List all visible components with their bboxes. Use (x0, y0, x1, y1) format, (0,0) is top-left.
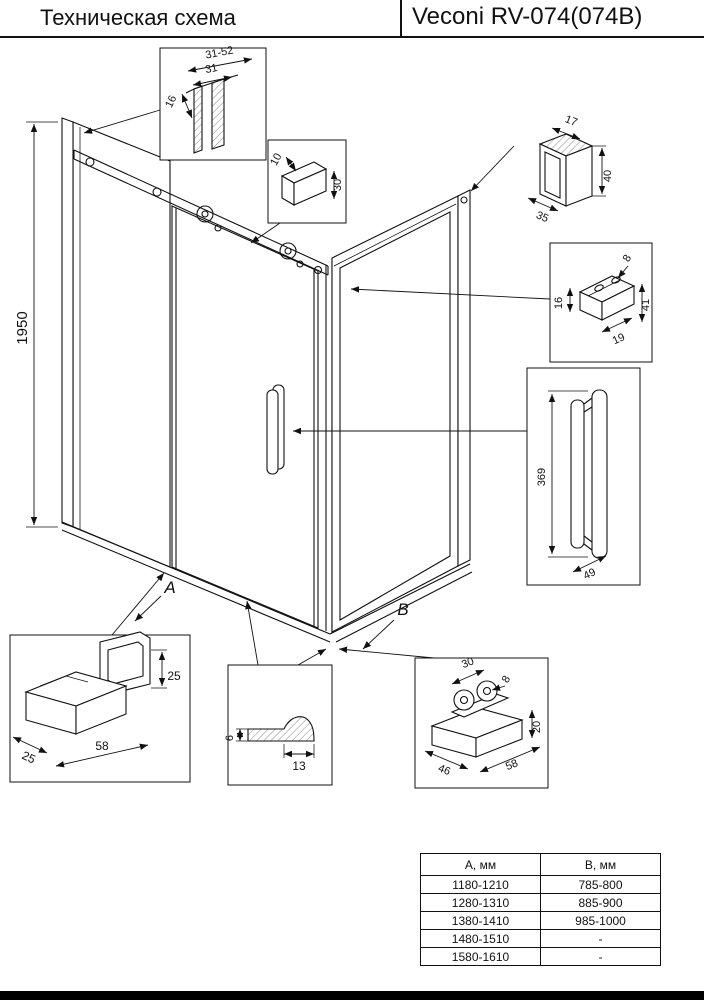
dim-bracket-height: 41 (640, 299, 652, 311)
callout-leaders (83, 109, 551, 666)
cell-b: 885-900 (540, 893, 661, 912)
dim-clamp-height: 30 (332, 179, 344, 191)
dim-wallprofile-base: 35 (534, 209, 550, 225)
dim-handle-length: 369 (536, 468, 548, 486)
dim-block-depth: 25 (20, 748, 38, 766)
depth-b-label: B (397, 600, 408, 619)
bottom-bar (0, 991, 704, 1000)
table-row: 1280-1310 885-900 (420, 893, 661, 912)
table-row: 1180-1210 785-800 (420, 875, 661, 894)
dim-profile-range: 31-52 (204, 44, 234, 61)
dim-handle-depth: 49 (582, 566, 598, 582)
size-table: А, мм В, мм 1180-1210 785-800 1280-1310 … (420, 853, 661, 966)
dim-roller-depth: 46 (436, 762, 452, 778)
dim-clamp-depth: 10 (268, 151, 284, 167)
detail-roller: 30 8 20 46 58 (414, 655, 549, 789)
width-a-label: A (163, 578, 175, 597)
cell-b: 785-800 (540, 875, 661, 894)
cell-a: 1180-1210 (420, 875, 541, 894)
cell-b: - (540, 929, 661, 948)
detail-top-profile: 31-52 31 16 (159, 44, 267, 161)
dim-height-label: 1950 (14, 311, 31, 344)
dim-bracket-hole: 8 (621, 253, 634, 264)
cell-b: 985-1000 (540, 911, 661, 930)
cell-a: 1580-1610 (420, 947, 541, 966)
size-table-header-b: В, мм (540, 853, 661, 876)
title-bar: Техническая схема Veconi RV-074(074B) (0, 0, 704, 38)
dim-roller-height: 20 (531, 721, 543, 733)
detail-handle: 369 49 (526, 367, 641, 586)
detail-threshold: 6 13 (224, 664, 333, 786)
dim-height-1950: 1950 (14, 121, 58, 528)
label-width-a: A (134, 578, 176, 622)
dim-threshold-width: 13 (292, 759, 306, 773)
product-title: Veconi RV-074(074B) (400, 0, 642, 36)
label-depth-b: B (362, 600, 409, 650)
detail-clamp: 30 10 (267, 139, 347, 224)
size-table-header-row: А, мм В, мм (420, 853, 661, 876)
dim-roller-hole: 8 (500, 674, 513, 685)
size-table-header-a: А, мм (420, 853, 541, 876)
dim-wallprofile-height: 40 (602, 170, 614, 182)
cell-a: 1380-1410 (420, 911, 541, 930)
detail-guide-block: 25 25 58 (9, 631, 191, 783)
detail-bracket: 16 41 19 8 (549, 242, 653, 363)
dim-block-height: 25 (167, 669, 181, 683)
dim-roller-width: 30 (460, 655, 476, 671)
cell-a: 1280-1310 (420, 893, 541, 912)
table-row: 1580-1610 - (420, 947, 661, 966)
cell-a: 1480-1510 (420, 929, 541, 948)
dim-threshold-height: 6 (224, 735, 236, 741)
dim-profile-inner: 31 (204, 62, 218, 76)
dim-wallprofile-top: 17 (563, 113, 579, 129)
page-title: Техническая схема (40, 5, 236, 30)
cell-b: - (540, 947, 661, 966)
dim-roller-length: 58 (504, 757, 520, 773)
table-row: 1380-1410 985-1000 (420, 911, 661, 930)
dim-bracket-depth: 19 (611, 331, 627, 347)
dim-block-width: 58 (95, 739, 109, 753)
dim-bracket-left: 16 (553, 297, 565, 309)
dim-profile-depth: 16 (163, 94, 179, 110)
shower-enclosure-drawing (61, 117, 473, 643)
detail-wall-profile: 17 35 40 (527, 113, 614, 225)
table-row: 1480-1510 - (420, 929, 661, 948)
